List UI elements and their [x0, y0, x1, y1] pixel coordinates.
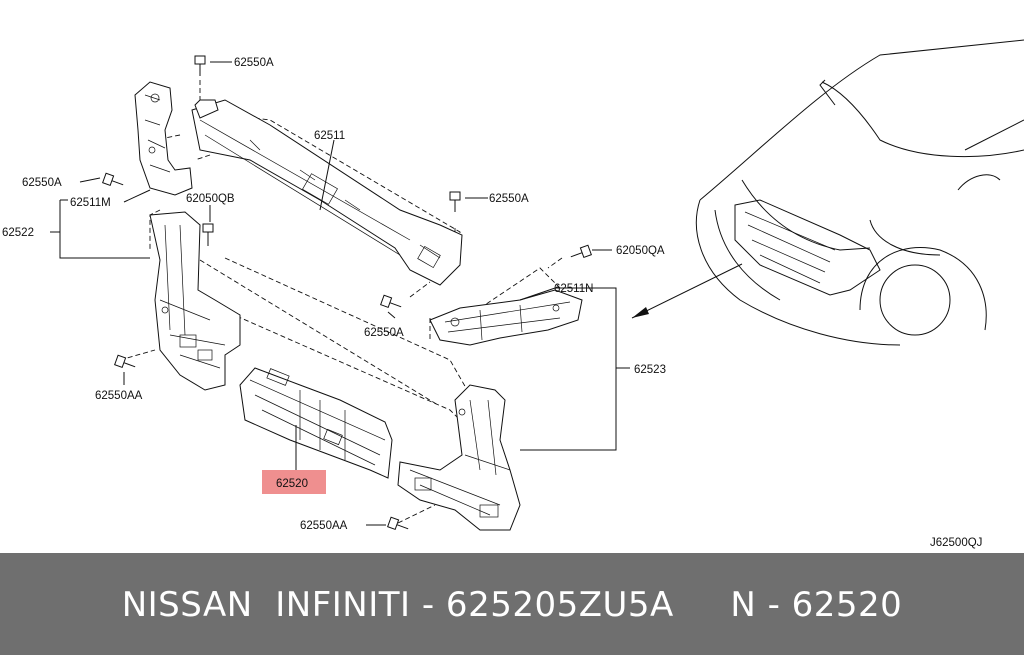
pointer-arrow [631, 263, 743, 319]
label-62550a-left: 62550A [22, 177, 62, 189]
label-62523: 62523 [634, 364, 666, 376]
label-62520: 62520 [276, 478, 308, 490]
bolts [102, 55, 592, 531]
diagram-code: J62500QJ [930, 537, 982, 549]
highlight-box [262, 470, 326, 494]
label-62050qa: 62050QA [616, 245, 665, 257]
footer-banner: NISSAN INFINITI - 625205ZU5A N - 62520 [0, 553, 1024, 655]
label-62550aa-left: 62550AA [95, 390, 143, 402]
lower-member-62520 [239, 367, 393, 479]
label-62050qb: 62050QB [186, 193, 235, 205]
part-number-caption: NISSAN INFINITI - 625205ZU5A N - 62520 [121, 585, 903, 625]
leader-lines [50, 61, 630, 526]
right-side-member [397, 384, 521, 531]
label-62550aa-bottom: 62550AA [300, 520, 348, 532]
right-upper-bracket [429, 289, 583, 346]
label-62511: 62511 [314, 130, 345, 142]
parts-diagram: 62550A 62511 62550A 62511M 62050QB 62522… [2, 39, 1024, 549]
label-62550a-mid: 62550A [364, 327, 404, 339]
label-62550a-top: 62550A [234, 57, 274, 69]
left-side-member [149, 211, 241, 391]
label-62550a-right: 62550A [489, 193, 529, 205]
upper-support-beam [191, 99, 463, 286]
label-62511m: 62511M [70, 197, 111, 209]
label-62511n: 62511N [554, 283, 593, 295]
diagram-drawing: 62550A 62511 62550A 62511M 62050QB 62522… [2, 39, 1024, 549]
label-62522: 62522 [2, 227, 34, 239]
left-upper-bracket [134, 81, 193, 196]
car-illustration [695, 39, 1024, 346]
